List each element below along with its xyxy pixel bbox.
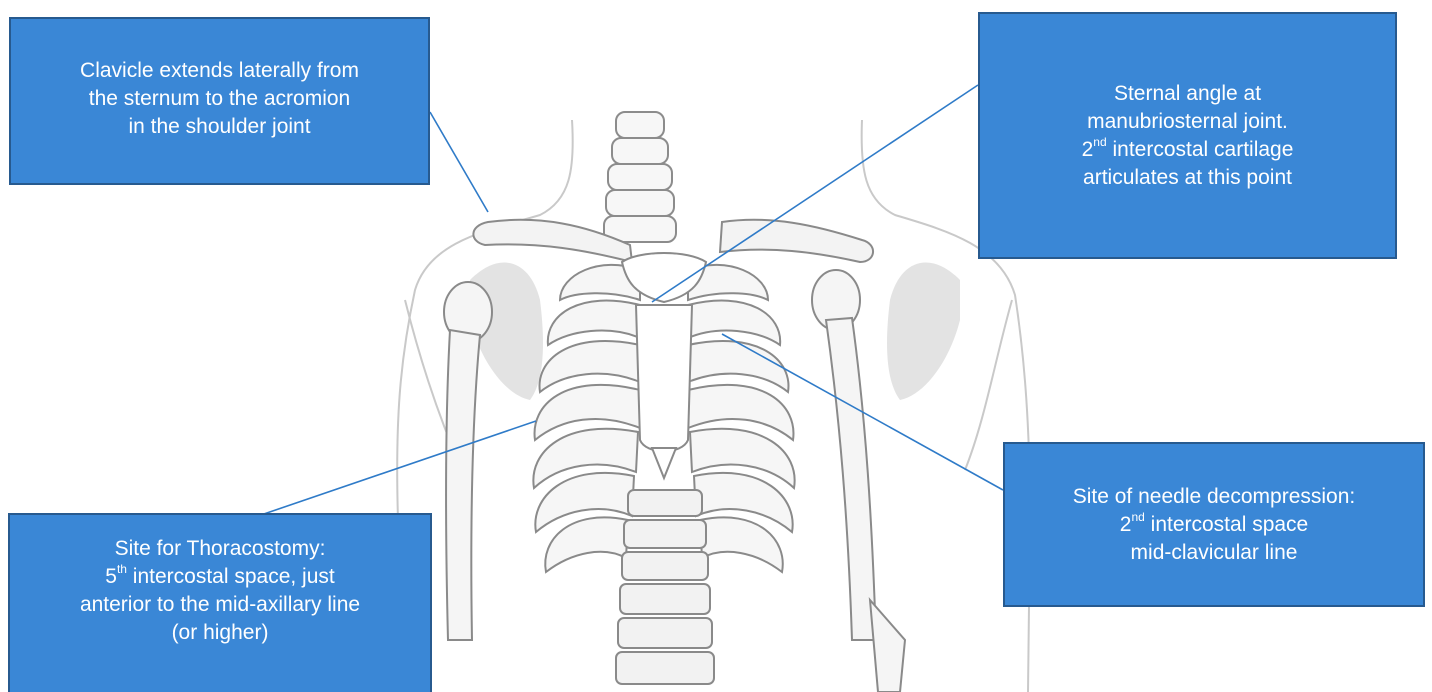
- callout-sternal-line-4: articulates at this point: [1083, 164, 1292, 192]
- callout-sternal-angle: Sternal angle at manubriosternal joint. …: [978, 12, 1397, 259]
- ordinal-suffix: nd: [1131, 510, 1144, 524]
- ordinal-suffix: th: [117, 562, 127, 576]
- callout-needle-line-2-text: intercostal space: [1145, 513, 1308, 536]
- callout-clavicle: Clavicle extends laterally from the ster…: [9, 17, 430, 185]
- callout-thoracostomy-line-3: anterior to the mid-axillary line: [80, 591, 360, 619]
- callout-sternal-line-3-text: intercostal cartilage: [1107, 138, 1294, 161]
- ordinal-number: 2: [1120, 513, 1132, 536]
- callout-needle-decompression: Site of needle decompression: 2nd interc…: [1003, 442, 1425, 607]
- callout-needle-line-2: 2nd intercostal space: [1120, 511, 1308, 539]
- callout-needle-line-3: mid-clavicular line: [1131, 539, 1298, 567]
- callout-thoracostomy-line-1: Site for Thoracostomy:: [115, 535, 326, 563]
- ordinal-suffix: nd: [1093, 135, 1106, 149]
- callout-sternal-line-1: Sternal angle at: [1114, 80, 1261, 108]
- callout-thoracostomy-line-4: (or higher): [172, 619, 269, 647]
- callout-sternal-line-3: 2nd intercostal cartilage: [1082, 136, 1294, 164]
- callout-thoracostomy-line-2: 5th intercostal space, just: [105, 563, 334, 591]
- leader-line-clavicle: [430, 112, 488, 212]
- cervical-spine: [604, 112, 676, 242]
- ordinal-number: 2: [1082, 138, 1094, 161]
- callout-thoracostomy-line-2-text: intercostal space, just: [127, 565, 335, 588]
- callout-clavicle-line-1: Clavicle extends laterally from: [80, 57, 359, 85]
- lower-spine: [616, 490, 714, 684]
- callout-clavicle-line-2: the sternum to the acromion: [89, 85, 350, 113]
- callout-needle-line-1: Site of needle decompression:: [1073, 483, 1356, 511]
- ordinal-number: 5: [105, 565, 117, 588]
- callout-clavicle-line-3: in the shoulder joint: [128, 113, 310, 141]
- callout-thoracostomy: Site for Thoracostomy: 5th intercostal s…: [8, 513, 432, 692]
- callout-sternal-line-2: manubriosternal joint.: [1087, 108, 1288, 136]
